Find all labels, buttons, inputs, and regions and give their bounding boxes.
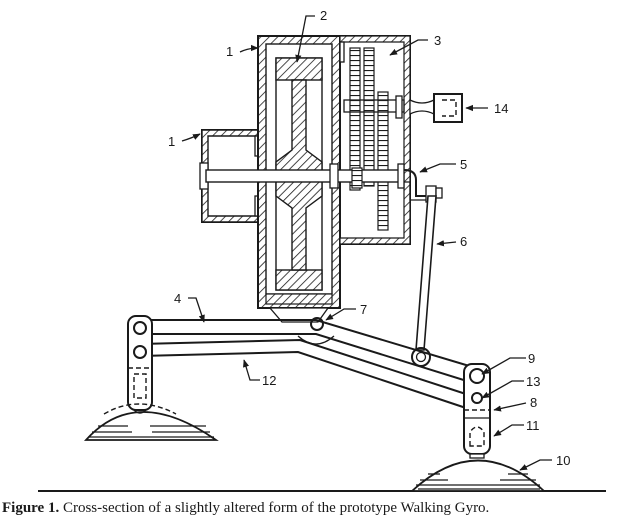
label-5: 5: [419, 157, 467, 173]
svg-text:9: 9: [528, 351, 535, 366]
svg-text:12: 12: [262, 373, 276, 388]
label-12: 12: [243, 359, 276, 388]
hip-pivot: [310, 317, 324, 331]
svg-text:5: 5: [460, 157, 467, 172]
knee-pivot: [469, 368, 485, 384]
rod-pivot: [411, 347, 431, 367]
connecting-rod: [415, 195, 437, 351]
svg-text:3: 3: [434, 33, 441, 48]
svg-text:13: 13: [526, 374, 540, 389]
label-7: 7: [325, 302, 367, 321]
label-10: 11 10 10: [519, 453, 570, 471]
figure-caption: Figure 1. Cross-section of a slightly al…: [2, 500, 489, 517]
svg-text:6: 6: [460, 234, 467, 249]
gear-3: [377, 91, 389, 231]
label-8: 8: [493, 395, 537, 412]
svg-text:4: 4: [174, 291, 181, 306]
label-13: 14 13: [481, 374, 540, 399]
svg-text:8: 8: [530, 395, 537, 410]
label-3: 3: [389, 33, 441, 56]
label-11: 11: [493, 418, 540, 437]
svg-text:14: 14: [494, 101, 508, 116]
figure-caption-prefix: Figure 1.: [2, 500, 60, 516]
label-6: 6: [436, 234, 467, 249]
svg-text:1: 1: [168, 134, 175, 149]
main-shaft: [205, 163, 405, 189]
label-10-text: 10: [556, 453, 570, 468]
svg-text:7: 7: [360, 302, 367, 317]
label-14: 14: [465, 101, 508, 116]
svg-text:11: 11: [526, 418, 540, 433]
right-leg: [409, 363, 547, 492]
figure-caption-text: Cross-section of a slightly altered form…: [62, 500, 490, 516]
label-1-side: 1: [168, 133, 201, 149]
gear-2: [363, 47, 375, 187]
crank: [403, 169, 443, 203]
svg-text:1: 1: [226, 44, 233, 59]
label-1-top: 1: [226, 44, 259, 59]
gear-box: [339, 35, 411, 245]
label-9: 9: [481, 351, 535, 375]
gear-1: [349, 47, 361, 191]
label-4: 4: [174, 291, 205, 323]
label-2: 2: [295, 8, 327, 63]
left-leg: [83, 315, 219, 441]
svg-text:2: 2: [320, 8, 327, 23]
motor: [409, 93, 463, 123]
walking-gyro-diagram: 1 1 2 3 14 5 6 4 7 12 9 14 13: [38, 8, 606, 492]
